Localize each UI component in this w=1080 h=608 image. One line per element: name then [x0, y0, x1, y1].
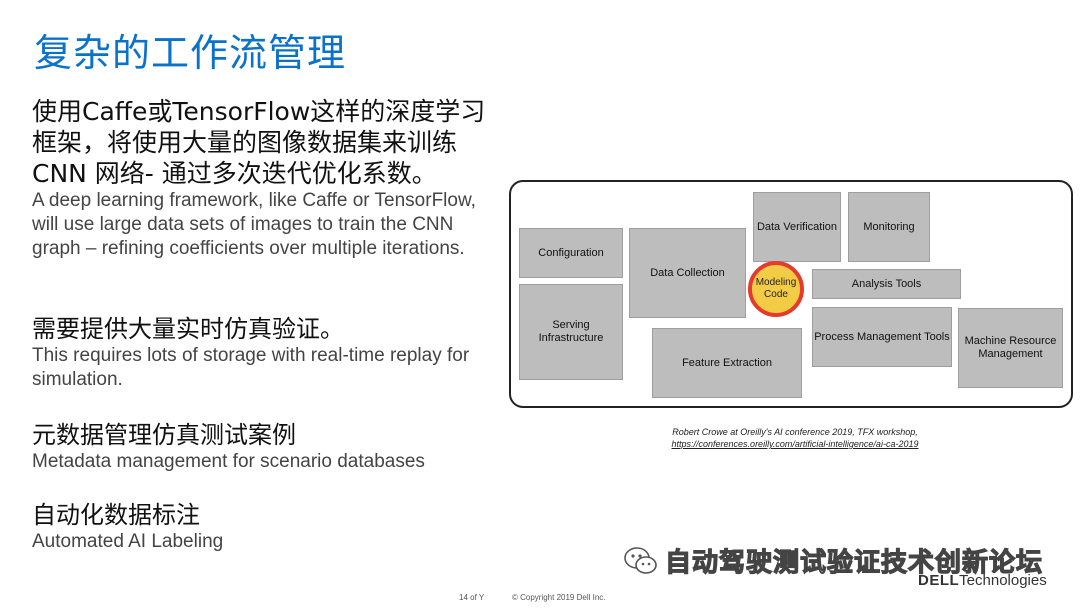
- section-en: Metadata management for scenario databas…: [32, 451, 425, 472]
- dell-brand-suffix: Technologies: [959, 572, 1047, 589]
- box-serving-infrastructure: Serving Infrastructure: [519, 284, 623, 380]
- wechat-icon: [624, 546, 657, 574]
- section-zh: 自动化数据标注: [32, 501, 200, 529]
- caption-link[interactable]: https://conferences.oreilly.com/artifici…: [671, 439, 919, 449]
- box-data-verification: Data Verification: [753, 192, 841, 262]
- intro-en: A deep learning framework, like Caffe or…: [32, 190, 476, 259]
- page-number: 14 of Y: [459, 593, 485, 602]
- box-process-management-tools: Process Management Tools: [812, 307, 952, 367]
- box-monitoring: Monitoring: [848, 192, 930, 262]
- wechat-watermark: 自动驾驶测试验证技术创新论坛: [623, 542, 1043, 579]
- intro-zh: 使用Caffe或TensorFlow这样的深度学习框架，将使用大量的图像数据集来…: [32, 97, 486, 188]
- copyright: © Copyright 2019 Dell Inc.: [512, 593, 606, 602]
- dell-brand: DELL: [918, 572, 960, 589]
- box-data-collection: Data Collection: [629, 228, 746, 318]
- intro-block: 使用Caffe或TensorFlow这样的深度学习框架，将使用大量的图像数据集来…: [32, 96, 502, 261]
- section-zh: 需要提供大量实时仿真验证。: [32, 315, 344, 343]
- section-labeling: 自动化数据标注 Automated AI Labeling: [32, 500, 502, 554]
- watermark-text: 自动驾驶测试验证技术创新论坛: [664, 547, 1044, 578]
- caption-credit: Robert Crowe at Oreilly's AI conference …: [672, 427, 918, 437]
- ml-workflow-diagram: Configuration Serving Infrastructure Dat…: [509, 180, 1073, 408]
- section-zh: 元数据管理仿真测试案例: [32, 421, 296, 449]
- section-en: Automated AI Labeling: [32, 531, 224, 552]
- box-configuration: Configuration: [519, 228, 623, 278]
- dell-logo: DELLTechnologies: [918, 572, 1047, 589]
- modeling-code-circle: Modeling Code: [748, 261, 804, 317]
- box-analysis-tools: Analysis Tools: [812, 269, 961, 299]
- slide-title: 复杂的工作流管理: [34, 31, 347, 75]
- section-en: This requires lots of storage with real-…: [32, 345, 470, 390]
- section-metadata: 元数据管理仿真测试案例 Metadata management for scen…: [32, 420, 502, 474]
- section-simulation: 需要提供大量实时仿真验证。 This requires lots of stor…: [32, 314, 502, 392]
- box-machine-resource-management: Machine Resource Management: [958, 308, 1063, 388]
- diagram-caption: Robert Crowe at Oreilly's AI conference …: [600, 426, 990, 450]
- box-feature-extraction: Feature Extraction: [652, 328, 802, 398]
